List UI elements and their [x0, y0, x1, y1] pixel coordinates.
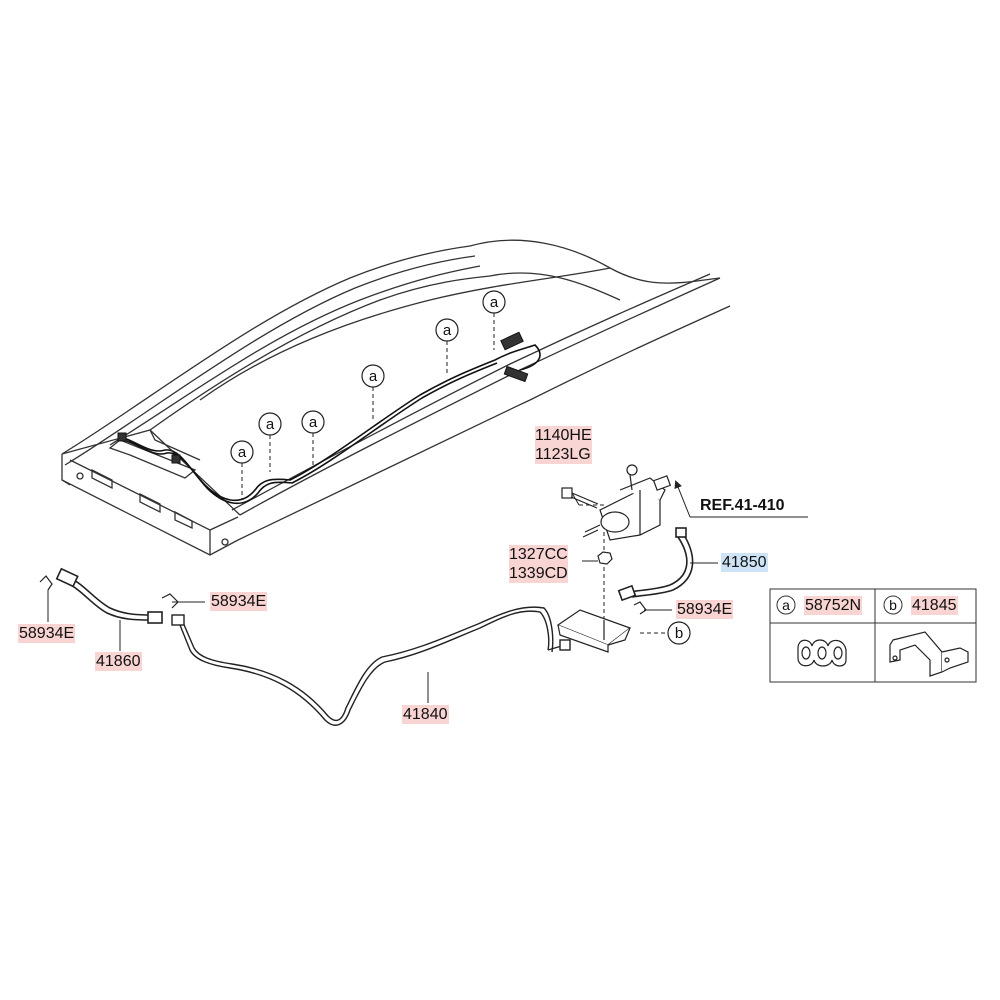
callout-letters: a a a a a a b — [238, 294, 683, 642]
legend-clip-drawing — [797, 639, 847, 667]
bracket — [556, 609, 632, 653]
long-tube — [171, 606, 571, 726]
callout-a-1: a — [238, 444, 247, 461]
label-41860[interactable]: 41860 — [95, 652, 142, 671]
label-58934E-mid[interactable]: 58934E — [210, 592, 268, 611]
label-41840[interactable]: 41840 — [402, 705, 449, 724]
frame-clips — [117, 331, 529, 464]
label-1123LG[interactable]: 1123LG — [535, 445, 592, 464]
nut — [597, 551, 613, 565]
callout-b: b — [675, 625, 683, 642]
callout-leaders — [241, 313, 668, 634]
bolt-part-numbers: 1140HE 1123LG — [534, 426, 593, 464]
legend-box — [769, 588, 977, 683]
nut-part-numbers: 1327CC 1339CD — [508, 545, 569, 583]
legend-bracket-drawing — [889, 631, 969, 677]
label-1140HE[interactable]: 1140HE — [535, 426, 592, 445]
reference-label[interactable]: REF.41-410 — [700, 497, 785, 514]
legend-part-58752N[interactable]: 58752N — [804, 596, 863, 615]
callout-a-2: a — [266, 416, 275, 433]
frame-brake-line — [119, 344, 541, 505]
legend-key-a: a — [782, 597, 790, 613]
callout-a-4: a — [369, 368, 378, 385]
legend-part-41845[interactable]: 41845 — [911, 596, 958, 615]
left-clips — [39, 575, 647, 615]
label-1339CD[interactable]: 1339CD — [509, 564, 568, 583]
callout-a-5: a — [443, 322, 452, 339]
release-cylinder — [582, 464, 672, 541]
label-58934E-right[interactable]: 58934E — [676, 600, 734, 619]
callout-circles — [230, 290, 691, 645]
legend-key-b: b — [889, 597, 897, 613]
left-hose — [55, 567, 163, 624]
callout-a-6: a — [490, 294, 499, 311]
callout-a-3: a — [309, 414, 318, 431]
legend-keys: a b — [782, 597, 897, 613]
right-hose — [617, 527, 694, 602]
label-58934E-left[interactable]: 58934E — [18, 624, 76, 643]
label-1327CC[interactable]: 1327CC — [509, 545, 568, 564]
label-41850[interactable]: 41850 — [721, 553, 768, 572]
label-leaders — [47, 480, 808, 703]
